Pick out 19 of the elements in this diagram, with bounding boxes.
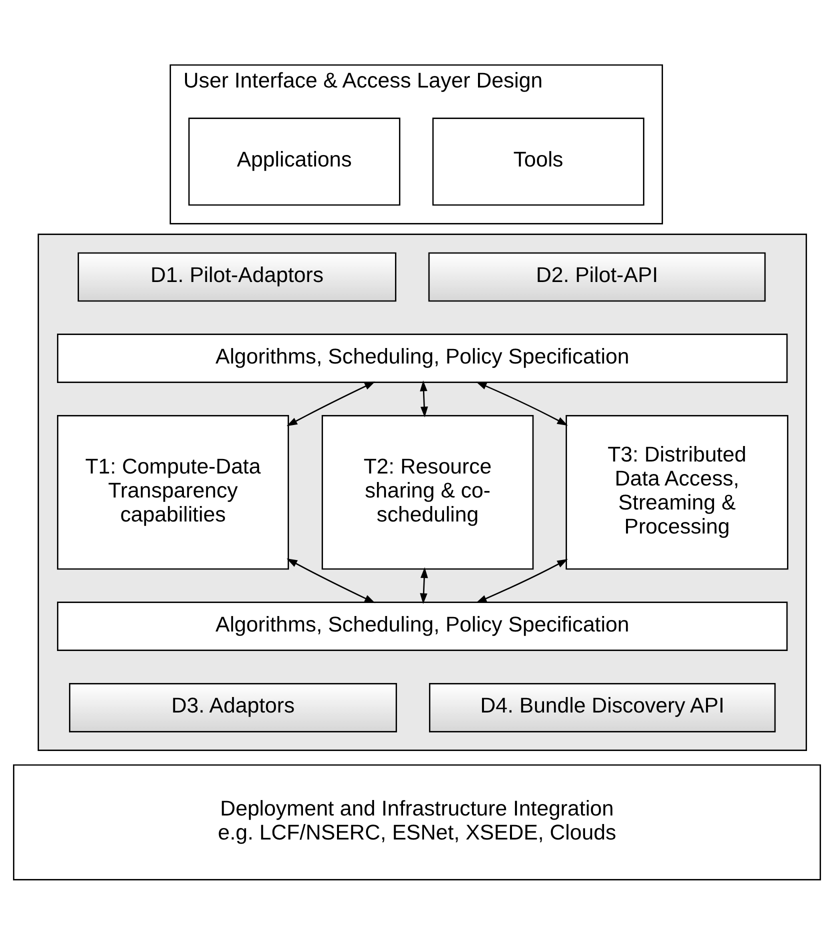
arrow: [420, 566, 428, 604]
node-box: Tools: [432, 117, 644, 206]
arrow: [476, 558, 568, 602]
cluster: [38, 233, 807, 750]
node-box: T2: Resource sharing & co-scheduling: [322, 414, 534, 570]
node-box: Algorithms, Scheduling, Policy Specification: [57, 333, 788, 382]
node-box: D2. Pilot-API: [428, 252, 766, 302]
node-box: Deployment and Infrastructure Integration e.g. LCF/NSERC, ESNet, XSEDE, Clouds: [13, 764, 821, 880]
arrow: [286, 381, 376, 426]
node-box: T1: Compute-Data Transparency capabilities: [57, 414, 289, 570]
arrow: [286, 558, 376, 603]
node-box: T3: Distributed Data Access, Streaming & Processing: [566, 414, 788, 570]
node-box: Algorithms, Scheduling, Policy Specification: [57, 601, 788, 650]
node-box: D1. Pilot-Adaptors: [78, 252, 396, 302]
node-box: Applications: [188, 117, 400, 206]
arrow: [476, 381, 568, 426]
arrow: [420, 380, 428, 417]
node-box: D3. Adaptors: [69, 682, 397, 732]
node-box: D4. Bundle Discovery API: [429, 682, 776, 732]
